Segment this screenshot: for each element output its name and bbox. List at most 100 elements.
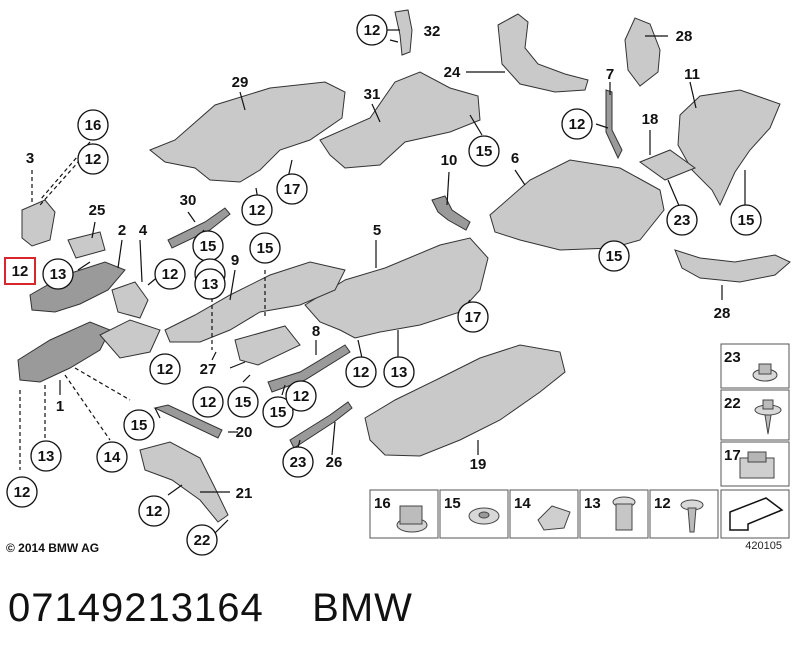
callout-circle xyxy=(77,109,109,141)
callout-circle xyxy=(666,204,698,236)
callout-label: 12 xyxy=(569,116,586,133)
callout-4: 4 xyxy=(139,222,148,239)
callout-circle xyxy=(383,356,415,388)
callout-label: 12 xyxy=(293,388,310,405)
callout-circle xyxy=(30,440,62,472)
legend-label-16: 16 xyxy=(374,495,391,512)
callout-circle xyxy=(561,108,593,140)
heat-shield-1 xyxy=(17,321,111,383)
callout-18: 18 xyxy=(642,111,659,128)
stud-nut-22-icon xyxy=(754,399,782,435)
callout-label: 23 xyxy=(290,454,307,471)
callout-label: 18 xyxy=(642,111,659,128)
callout-27: 27 xyxy=(200,361,217,378)
heat-plate-27 xyxy=(234,325,301,366)
highlighted-callout-label: 12 xyxy=(12,263,29,280)
callout-label: 31 xyxy=(364,86,381,103)
callout-label: 15 xyxy=(257,240,274,257)
callout-label: 7 xyxy=(606,66,614,83)
callout-circle xyxy=(194,268,226,300)
callout-circle xyxy=(249,232,281,264)
legend-label-15: 15 xyxy=(444,495,461,512)
callout-2: 2 xyxy=(118,222,126,239)
callout-circle xyxy=(186,524,218,556)
callout-label: 13 xyxy=(50,266,67,283)
heat-shield-19 xyxy=(364,344,566,457)
callout-label: 27 xyxy=(200,361,217,378)
callout-label: 15 xyxy=(606,248,623,265)
legend-cell-23 xyxy=(720,343,790,389)
callout-13: 13 xyxy=(42,258,74,290)
callout-21: 21 xyxy=(236,485,253,502)
copyright-notice: © 2014 BMW AG xyxy=(6,541,100,555)
callout-label: 11 xyxy=(684,66,700,83)
callout-16: 16 xyxy=(77,109,109,141)
callout-label: 16 xyxy=(85,117,102,134)
callout-15: 15 xyxy=(192,230,224,262)
callout-label: 12 xyxy=(157,361,174,378)
callout-label: 12 xyxy=(353,364,370,381)
legend-cell-22 xyxy=(720,389,790,441)
leader-lines xyxy=(19,29,746,536)
callout-circle xyxy=(468,135,500,167)
callout-label: 32 xyxy=(424,23,441,40)
callout-circle xyxy=(241,194,273,226)
part-number: 07149213164 xyxy=(8,586,264,630)
heat-shield-2 xyxy=(29,261,126,313)
heat-shield-11 xyxy=(677,89,781,207)
callout-label: 25 xyxy=(89,202,106,219)
legend-label-23: 23 xyxy=(724,349,741,366)
bracket-10 xyxy=(431,195,471,231)
callout-circle xyxy=(730,204,762,236)
callout-28: 28 xyxy=(676,28,693,45)
callout-12: 12 xyxy=(149,353,181,385)
strap-7 xyxy=(605,89,623,160)
callout-circle xyxy=(276,173,308,205)
callout-label: 28 xyxy=(676,28,693,45)
heat-plate-18 xyxy=(638,149,697,181)
fastener-legend-side: 23 22 17 xyxy=(720,343,790,539)
callout-label: 12 xyxy=(14,484,31,501)
callout-5: 5 xyxy=(373,222,381,239)
callout-15: 15 xyxy=(249,232,281,264)
heat-shield-24 xyxy=(497,13,589,93)
fastener-legend-bottom: 16 15 14 13 12 xyxy=(369,489,719,539)
bracket-21 xyxy=(139,441,229,523)
callout-15: 15 xyxy=(598,240,630,272)
callout-label: 12 xyxy=(146,503,163,520)
callout-29: 29 xyxy=(232,74,249,91)
legend-label-12: 12 xyxy=(654,495,671,512)
callout-12: 12 xyxy=(192,386,224,418)
callout-12: 12 xyxy=(356,14,388,46)
callout-label: 12 xyxy=(249,202,266,219)
callout-label: 12 xyxy=(85,151,102,168)
callout-circle xyxy=(192,386,224,418)
callout-label: 9 xyxy=(231,252,239,269)
callout-12: 12 xyxy=(138,495,170,527)
callout-label: 15 xyxy=(131,417,148,434)
callout-25: 25 xyxy=(89,202,106,219)
callout-label: 4 xyxy=(139,222,148,239)
callout-12: 12 xyxy=(241,194,273,226)
callout-label: 15 xyxy=(235,394,252,411)
callout-circle xyxy=(457,301,489,333)
legend-label-14: 14 xyxy=(514,495,531,512)
spring-clip-14-icon xyxy=(537,505,571,531)
highlight-box xyxy=(4,257,36,285)
callout-32: 32 xyxy=(424,23,441,40)
callout-23: 23 xyxy=(282,446,314,478)
callout-circle xyxy=(262,396,294,428)
callout-label: 23 xyxy=(674,212,691,229)
callout-15: 15 xyxy=(262,396,294,428)
strip-20 xyxy=(153,404,223,439)
callout-circle xyxy=(154,258,186,290)
washer-15-icon xyxy=(468,507,500,525)
direction-arrow-icon xyxy=(729,497,784,531)
legend-label-22: 22 xyxy=(724,395,741,412)
callout-label: 15 xyxy=(270,404,287,421)
callout-label: 21 xyxy=(236,485,253,502)
callout-circle xyxy=(285,380,317,412)
callout-label: 26 xyxy=(326,454,343,471)
callout-7: 7 xyxy=(606,66,614,83)
